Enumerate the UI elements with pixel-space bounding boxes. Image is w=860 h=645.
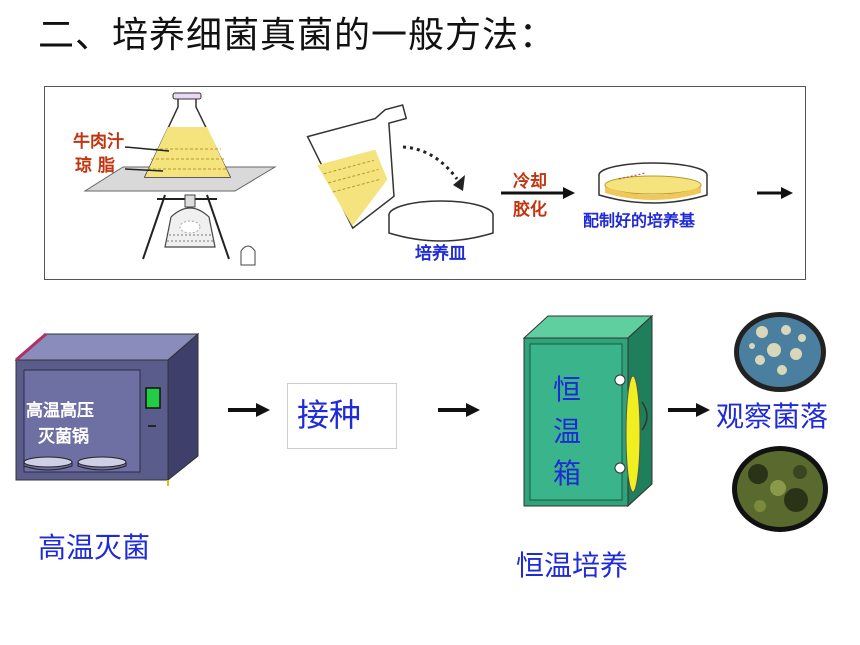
incubator-label-3: 箱 bbox=[553, 457, 582, 490]
observe-colonies-label: 观察菌落 bbox=[716, 400, 829, 433]
autoclave-icon bbox=[14, 332, 200, 486]
arrow-right-icon bbox=[438, 403, 480, 417]
medium-preparation-panel: 牛肉汁 琼 脂 培养皿 冷却 胶化 配制好的培养基 bbox=[44, 86, 806, 280]
inoculate-label: 接种 bbox=[297, 396, 362, 434]
cool-label: 冷却 bbox=[513, 172, 547, 192]
autoclave-caption: 高温灭菌 bbox=[38, 531, 151, 564]
arrow-right-icon bbox=[563, 187, 575, 199]
solidify-label: 胶化 bbox=[513, 200, 547, 220]
flask-icon bbox=[143, 92, 232, 178]
autoclave-label-line1: 高温高压 bbox=[26, 401, 94, 421]
prepared-medium-label: 配制好的培养基 bbox=[583, 211, 696, 230]
petri-dish-icon bbox=[388, 200, 494, 242]
medium-preparation-illustration bbox=[83, 92, 793, 266]
incubator-icon bbox=[522, 314, 654, 508]
arrow-right-icon bbox=[668, 403, 710, 417]
arrow-right-icon bbox=[228, 403, 270, 417]
tilted-flask-icon bbox=[306, 104, 408, 230]
burner-icon bbox=[164, 194, 216, 248]
beef-broth-label: 牛肉汁 bbox=[73, 132, 124, 152]
agar-label: 琼 脂 bbox=[75, 156, 115, 176]
colony-plate-icon bbox=[734, 312, 826, 392]
arrow-right-icon bbox=[781, 187, 793, 199]
autoclave-label-line2: 灭菌锅 bbox=[38, 427, 89, 447]
arrow-right-icon bbox=[453, 175, 465, 191]
page-title: 二、培养细菌真菌的一般方法： bbox=[38, 15, 557, 56]
incubator-caption: 恒温培养 bbox=[516, 549, 629, 582]
burner-cap-icon bbox=[240, 245, 256, 266]
prepared-medium-dish-icon bbox=[598, 162, 708, 204]
incubator-label-2: 温 bbox=[553, 415, 582, 448]
colony-plate-icon bbox=[732, 446, 828, 532]
inoculate-box bbox=[287, 383, 397, 449]
incubator-label-1: 恒 bbox=[553, 373, 582, 406]
petri-dish-label: 培养皿 bbox=[415, 244, 466, 264]
